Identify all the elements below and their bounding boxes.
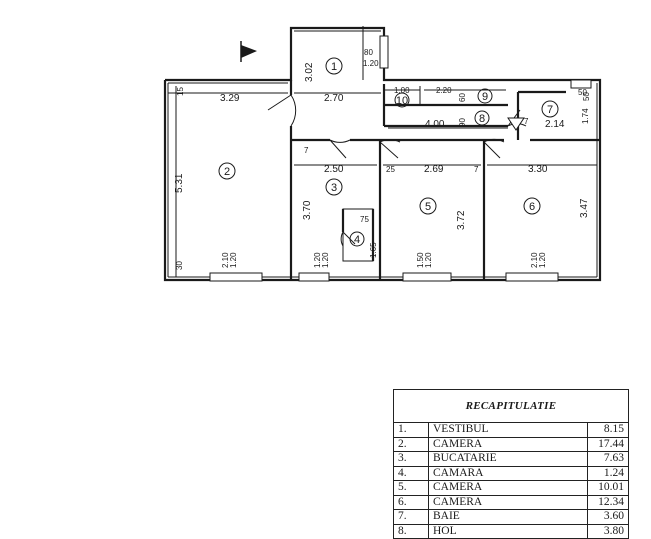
north-arrow-icon — [240, 41, 257, 62]
row-number: 5. — [393, 480, 429, 496]
room-1-marker: 1 — [325, 57, 343, 75]
room-name: CAMERA — [428, 480, 588, 496]
svg-text:80: 80 — [364, 48, 373, 57]
room-area: 12.34 — [587, 494, 629, 510]
svg-text:3.70: 3.70 — [302, 200, 313, 220]
svg-text:5: 5 — [425, 201, 431, 213]
row-number: 6. — [393, 494, 429, 510]
interior-walls — [289, 80, 600, 280]
room-area: 8.15 — [587, 422, 629, 438]
svg-text:1: 1 — [331, 61, 337, 73]
room-4-marker: 4 — [349, 231, 365, 247]
svg-text:2.50: 2.50 — [324, 164, 344, 175]
svg-text:3: 3 — [331, 182, 337, 194]
svg-text:2.20: 2.20 — [436, 86, 452, 95]
row-number: 3. — [393, 451, 429, 467]
svg-text:1.20: 1.20 — [538, 252, 547, 268]
svg-text:90: 90 — [458, 118, 467, 127]
svg-text:60: 60 — [458, 93, 467, 102]
svg-text:5.31: 5.31 — [174, 173, 185, 193]
svg-text:2: 2 — [224, 166, 230, 178]
svg-text:8: 8 — [479, 113, 485, 125]
svg-text:7: 7 — [304, 146, 309, 155]
room-area: 1.24 — [587, 465, 629, 481]
svg-text:3.30: 3.30 — [528, 164, 548, 175]
room-name: BAIE — [428, 509, 588, 525]
svg-text:1.20: 1.20 — [424, 252, 433, 268]
svg-text:2.70: 2.70 — [324, 93, 344, 104]
room-area: 3.80 — [587, 523, 629, 539]
row-number: 7. — [393, 509, 429, 525]
row-number: 8. — [393, 523, 429, 539]
svg-text:4.00: 4.00 — [425, 119, 445, 130]
room-name: CAMERA — [428, 494, 588, 510]
row-number: 4. — [393, 465, 429, 481]
svg-text:1.50: 1.50 — [416, 252, 425, 268]
room-name: VESTIBUL — [428, 422, 588, 438]
svg-text:10: 10 — [396, 95, 408, 107]
svg-text:3.02: 3.02 — [304, 62, 315, 82]
svg-text:30: 30 — [175, 261, 184, 270]
svg-text:1.20: 1.20 — [229, 252, 238, 268]
svg-text:1.65: 1.65 — [369, 242, 378, 258]
svg-text:1.20: 1.20 — [321, 252, 330, 268]
floor-plan: 1 2 3 4 5 6 7 8 9 10 — [163, 26, 602, 282]
svg-text:3.47: 3.47 — [579, 198, 590, 218]
row-number: 2. — [393, 436, 429, 452]
svg-text:75: 75 — [360, 215, 369, 224]
svg-text:2.10: 2.10 — [530, 252, 539, 268]
room-8-marker: 8 — [474, 110, 490, 126]
room-area: 17.44 — [587, 436, 629, 452]
room-3-marker: 3 — [325, 178, 343, 196]
svg-text:9: 9 — [482, 91, 488, 103]
svg-text:50: 50 — [582, 92, 591, 101]
room-name: BUCATARIE — [428, 451, 588, 467]
svg-text:1.20: 1.20 — [363, 59, 379, 68]
svg-text:7: 7 — [524, 117, 529, 126]
room-9-marker: 9 — [477, 88, 493, 104]
room-area: 10.01 — [587, 480, 629, 496]
svg-text:3.29: 3.29 — [220, 93, 240, 104]
room-name: CAMERA — [428, 436, 588, 452]
room-name: CAMARA — [428, 465, 588, 481]
room-name: HOL — [428, 523, 588, 539]
recap-title: RECAPITULATIE — [393, 389, 629, 423]
room-10-marker: 10 — [394, 92, 410, 108]
svg-text:6: 6 — [529, 201, 535, 213]
dimension-lines — [168, 26, 597, 277]
door-swings — [267, 94, 527, 247]
row-number: 1. — [393, 422, 429, 438]
svg-text:1.74: 1.74 — [581, 108, 590, 124]
room-area: 3.60 — [587, 509, 629, 525]
svg-text:15: 15 — [176, 87, 185, 96]
room-5-marker: 5 — [419, 197, 437, 215]
svg-text:7: 7 — [547, 104, 553, 116]
svg-text:25: 25 — [386, 165, 395, 174]
svg-text:2.14: 2.14 — [545, 119, 565, 130]
svg-text:1.00: 1.00 — [394, 86, 410, 95]
room-7-marker: 7 — [541, 100, 559, 118]
svg-text:4: 4 — [354, 234, 360, 246]
svg-text:2.10: 2.10 — [221, 252, 230, 268]
room-area: 7.63 — [587, 451, 629, 467]
svg-text:7: 7 — [474, 165, 479, 174]
windows — [209, 35, 592, 282]
dimension-labels: 3.29 2.70 3.02 80 1.20 1.00 2.20 60 50 5… — [174, 48, 591, 270]
svg-text:1.20: 1.20 — [313, 252, 322, 268]
svg-text:50: 50 — [578, 88, 587, 97]
svg-text:2.69: 2.69 — [424, 164, 444, 175]
room-6-marker: 6 — [523, 197, 541, 215]
svg-text:3.72: 3.72 — [456, 210, 467, 230]
room-2-marker: 2 — [218, 162, 236, 180]
